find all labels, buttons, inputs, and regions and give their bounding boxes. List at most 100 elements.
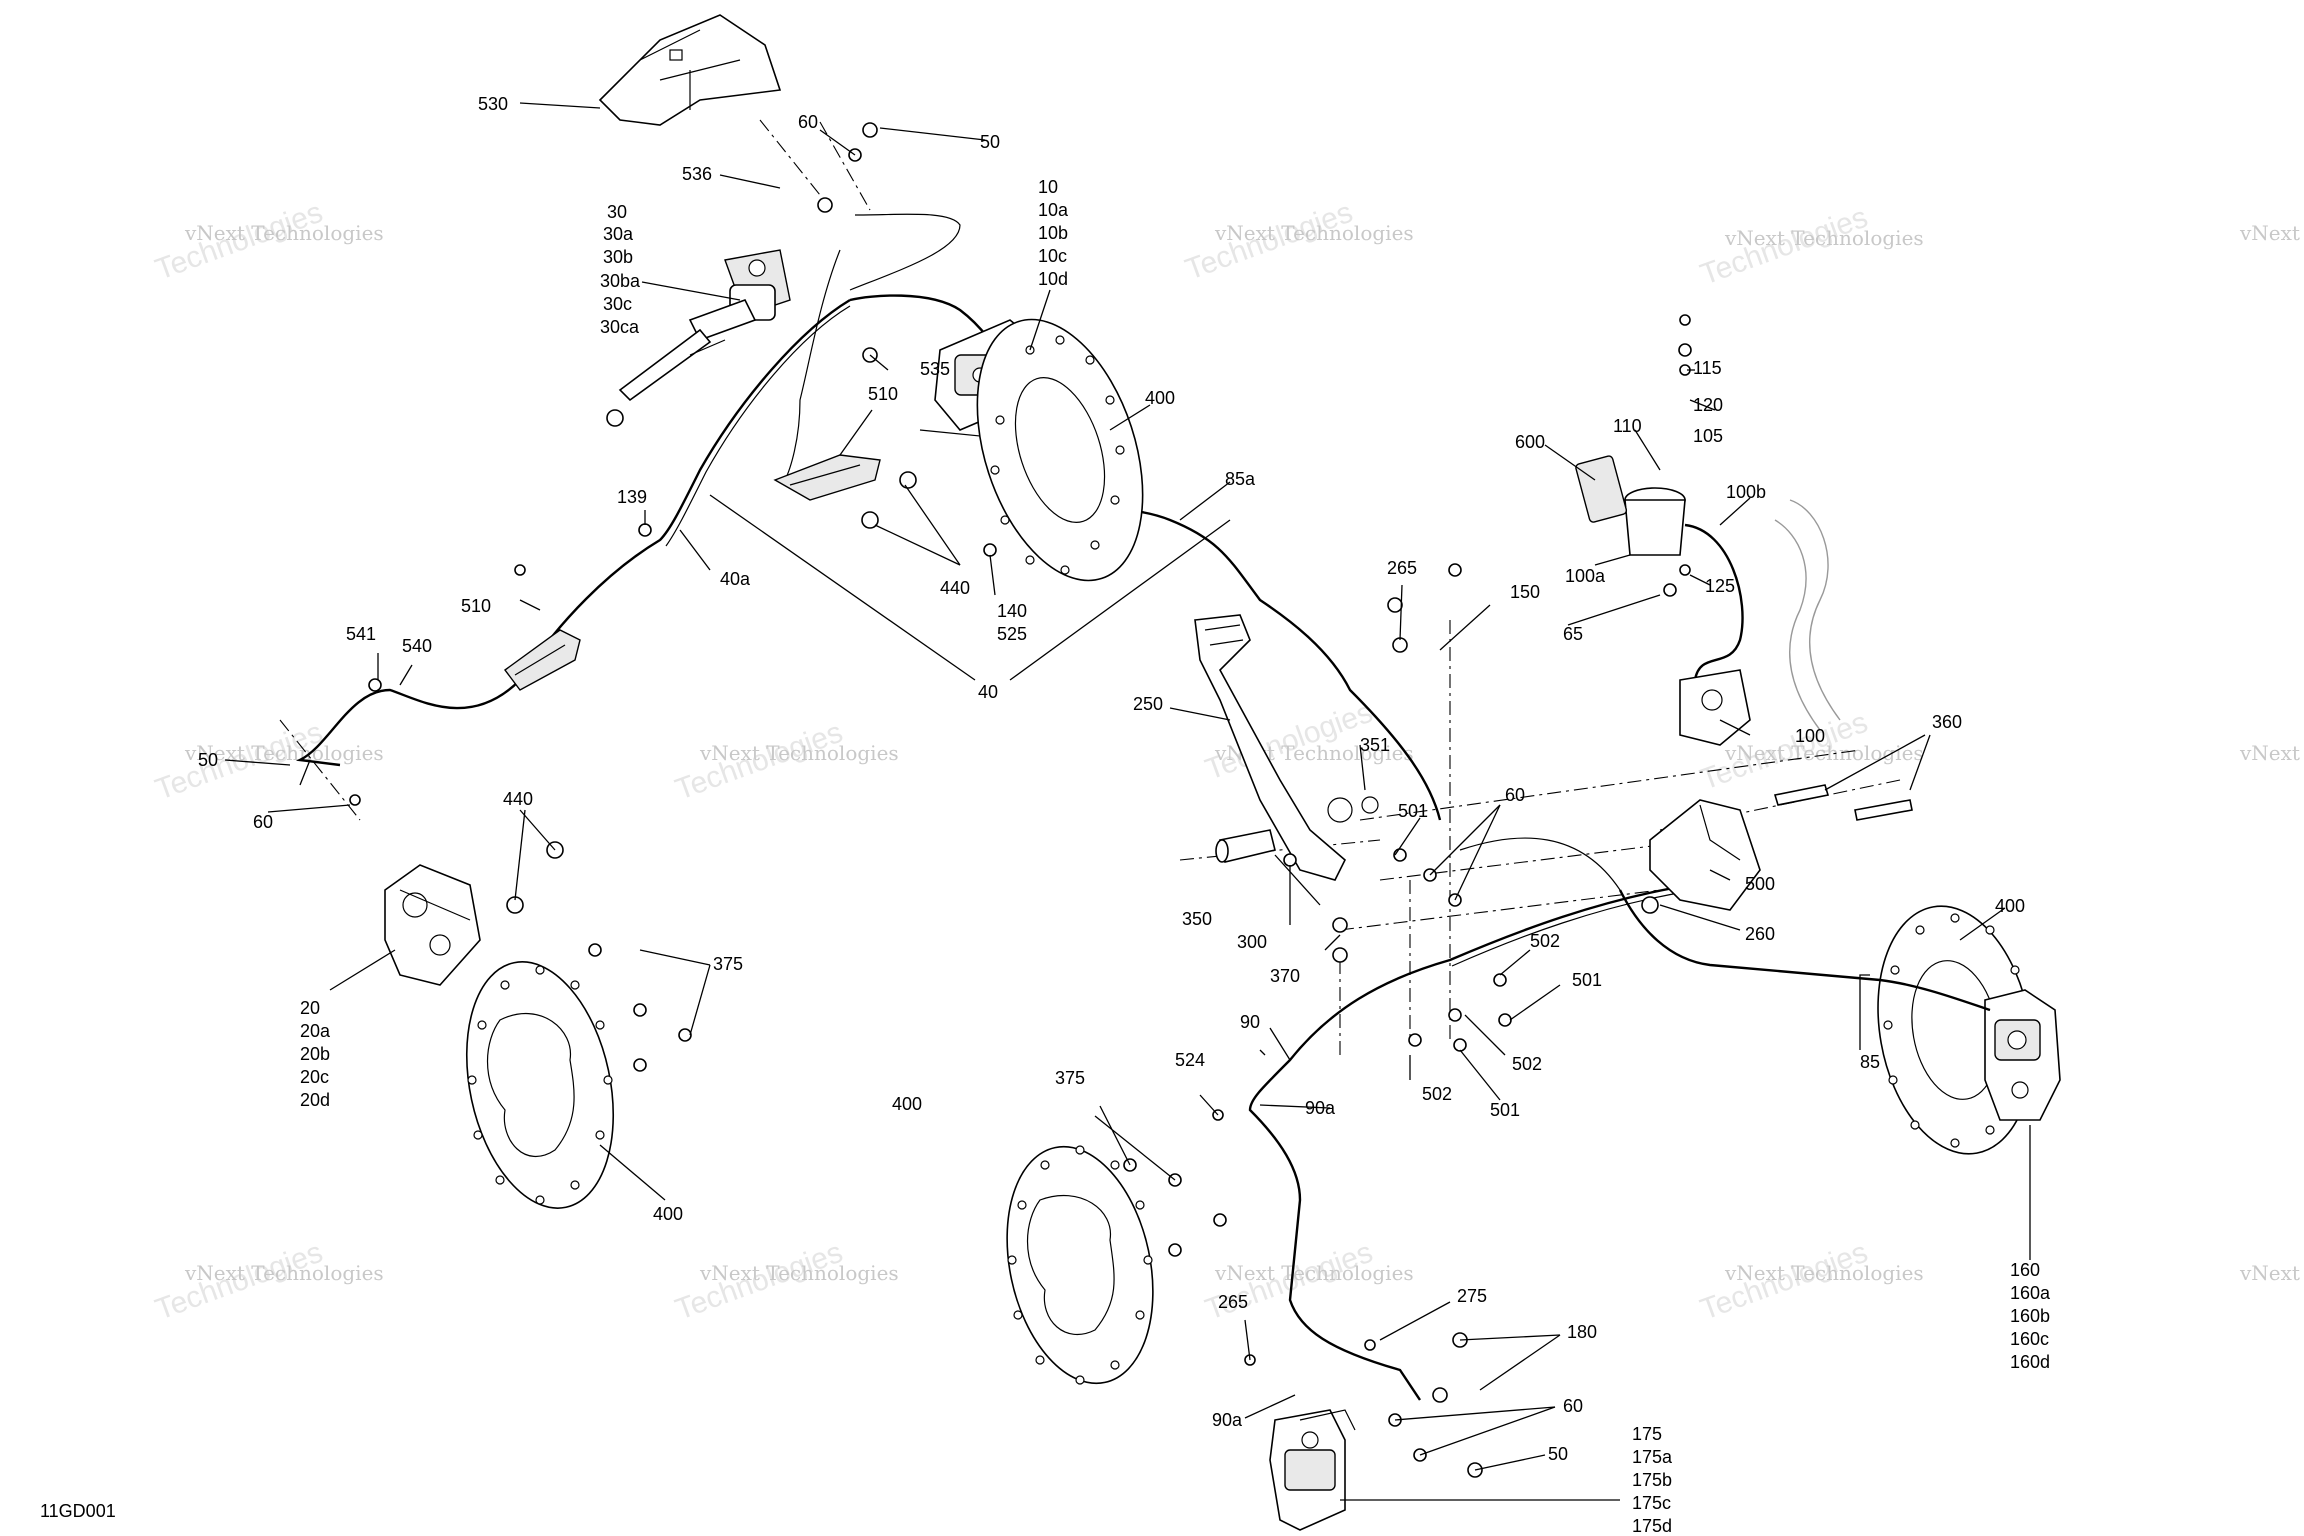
callout-10a: 10a [1038, 200, 1069, 220]
rear-master-cylinder-100 [1679, 669, 1751, 746]
watermark: Technologies vNext Technologies [1201, 1236, 1414, 1327]
leader-lines [224, 102, 2031, 1501]
brake-disc-400-top [976, 318, 1144, 582]
callout-100a: 100a [1565, 566, 1606, 586]
svg-text:vNext Technologies: vNext Technologies [184, 1261, 384, 1285]
callout-400: 400 [1145, 388, 1175, 408]
callout-375-center: 375 [1055, 1068, 1085, 1088]
callout-175b: 175b [1632, 1470, 1672, 1490]
callout-50-left: 50 [198, 750, 218, 770]
pivot-bolt-350 [1215, 829, 1276, 863]
callout-175d: 175d [1632, 1516, 1672, 1536]
callout-440: 440 [940, 578, 970, 598]
svg-text:vNext Technologies: vNext Technologies [1724, 741, 1924, 765]
callout-525: 525 [997, 624, 1027, 644]
brake-pedal-250 [1194, 614, 1379, 881]
callout-501-low: 501 [1490, 1100, 1520, 1120]
clamp-510-lower [504, 629, 581, 691]
callout-60-bottom: 60 [1563, 1396, 1583, 1416]
callout-400-left: 400 [653, 1204, 683, 1224]
watermark: Technologies vNext Technologies [671, 1236, 899, 1327]
callout-10: 10 [1038, 177, 1058, 197]
callout-370: 370 [1270, 966, 1300, 986]
callout-50: 50 [980, 132, 1000, 152]
callout-20b: 20b [300, 1044, 330, 1064]
callout-30: 30 [607, 202, 627, 222]
callout-160c: 160c [2010, 1329, 2049, 1349]
callout-541: 541 [346, 624, 376, 644]
callout-160: 160 [2010, 1260, 2040, 1280]
callout-530: 530 [478, 94, 508, 114]
callout-400-center: 400 [892, 1094, 922, 1114]
watermark: Technologies vNext Technologies [1181, 196, 1414, 287]
disc-vent-holes [467, 965, 613, 1205]
callout-120: 120 [1693, 395, 1723, 415]
svg-text:vNext Technologies: vNext Technologies [1724, 226, 1924, 250]
callout-105: 105 [1693, 426, 1723, 446]
clamp-510-upper [773, 454, 881, 501]
svg-text:vNext Technologies: vNext Technologies [184, 221, 384, 245]
callout-20c: 20c [300, 1067, 329, 1087]
callout-502-low: 502 [1422, 1084, 1452, 1104]
svg-text:vNext: vNext [2239, 221, 2300, 245]
callout-30ba: 30ba [600, 271, 641, 291]
callout-351: 351 [1360, 735, 1390, 755]
parts-layer [295, 14, 2061, 1531]
callout-250: 250 [1133, 694, 1163, 714]
callout-85: 85 [1860, 1052, 1880, 1072]
watermark: Technologies vNext Technologies [151, 716, 384, 807]
callout-125: 125 [1705, 576, 1735, 596]
callout-535: 535 [920, 359, 950, 379]
callout-160d: 160d [2010, 1352, 2050, 1372]
callout-175: 175 [1632, 1424, 1662, 1444]
callout-30ca: 30ca [600, 317, 640, 337]
callout-90a-bottom: 90a [1212, 1410, 1243, 1430]
svg-text:vNext Technologies: vNext Technologies [1214, 221, 1414, 245]
caliper-20 [384, 864, 481, 986]
svg-text:vNext: vNext [2239, 1261, 2300, 1285]
callout-265: 265 [1387, 558, 1417, 578]
watermark: Technologies vNext Technologies [151, 1236, 384, 1327]
callout-536: 536 [682, 164, 712, 184]
svg-text:vNext Technologies: vNext Technologies [699, 1261, 899, 1285]
caliper-175 [1269, 1409, 1356, 1531]
brake-line-90 [1248, 883, 1691, 1401]
callout-375: 375 [713, 954, 743, 974]
callout-85a: 85a [1225, 469, 1256, 489]
callout-60-left: 60 [253, 812, 273, 832]
watermark-layer: Technologies vNext Technologies Technolo… [151, 196, 2300, 1327]
callout-510: 510 [868, 384, 898, 404]
callout-502: 502 [1530, 931, 1560, 951]
callout-524: 524 [1175, 1050, 1205, 1070]
callout-350: 350 [1182, 909, 1212, 929]
callout-600: 600 [1515, 432, 1545, 452]
callout-90a: 90a [1305, 1098, 1336, 1118]
callout-160b: 160b [2010, 1306, 2050, 1326]
assembly-axes [279, 119, 1901, 1060]
callout-115: 115 [1693, 358, 1722, 378]
disc-vent-holes [1007, 1145, 1153, 1385]
bracket-500 [1649, 799, 1761, 911]
callout-510-lower: 510 [461, 596, 491, 616]
callout-175c: 175c [1632, 1493, 1671, 1513]
callout-110: 110 [1613, 416, 1642, 436]
callout-20: 20 [300, 998, 320, 1018]
diagram-id: 11GD001 [40, 1501, 116, 1521]
watermark-edge: vNext vNext vNext [2239, 221, 2300, 1285]
watermark: Technologies vNext Technologies [151, 196, 384, 287]
callout-20a: 20a [300, 1021, 331, 1041]
callout-139: 139 [617, 487, 647, 507]
callout-65: 65 [1563, 624, 1583, 644]
callout-175a: 175a [1632, 1447, 1673, 1467]
brake-disc-400-center [1006, 1145, 1154, 1385]
callout-440-left: 440 [503, 789, 533, 809]
callout-labels: 530 60 50 536 30 30a 30b 30ba 30c 30ca 1… [40, 94, 2051, 1536]
brake-line-40 [295, 213, 1442, 821]
callout-60-center: 60 [1505, 785, 1525, 805]
watermark: Technologies vNext Technologies [671, 716, 899, 807]
callout-40: 40 [978, 682, 998, 702]
callout-275: 275 [1457, 1286, 1487, 1306]
svg-text:vNext: vNext [2239, 741, 2300, 765]
callout-150: 150 [1510, 582, 1540, 602]
bracket-530 [598, 14, 782, 126]
